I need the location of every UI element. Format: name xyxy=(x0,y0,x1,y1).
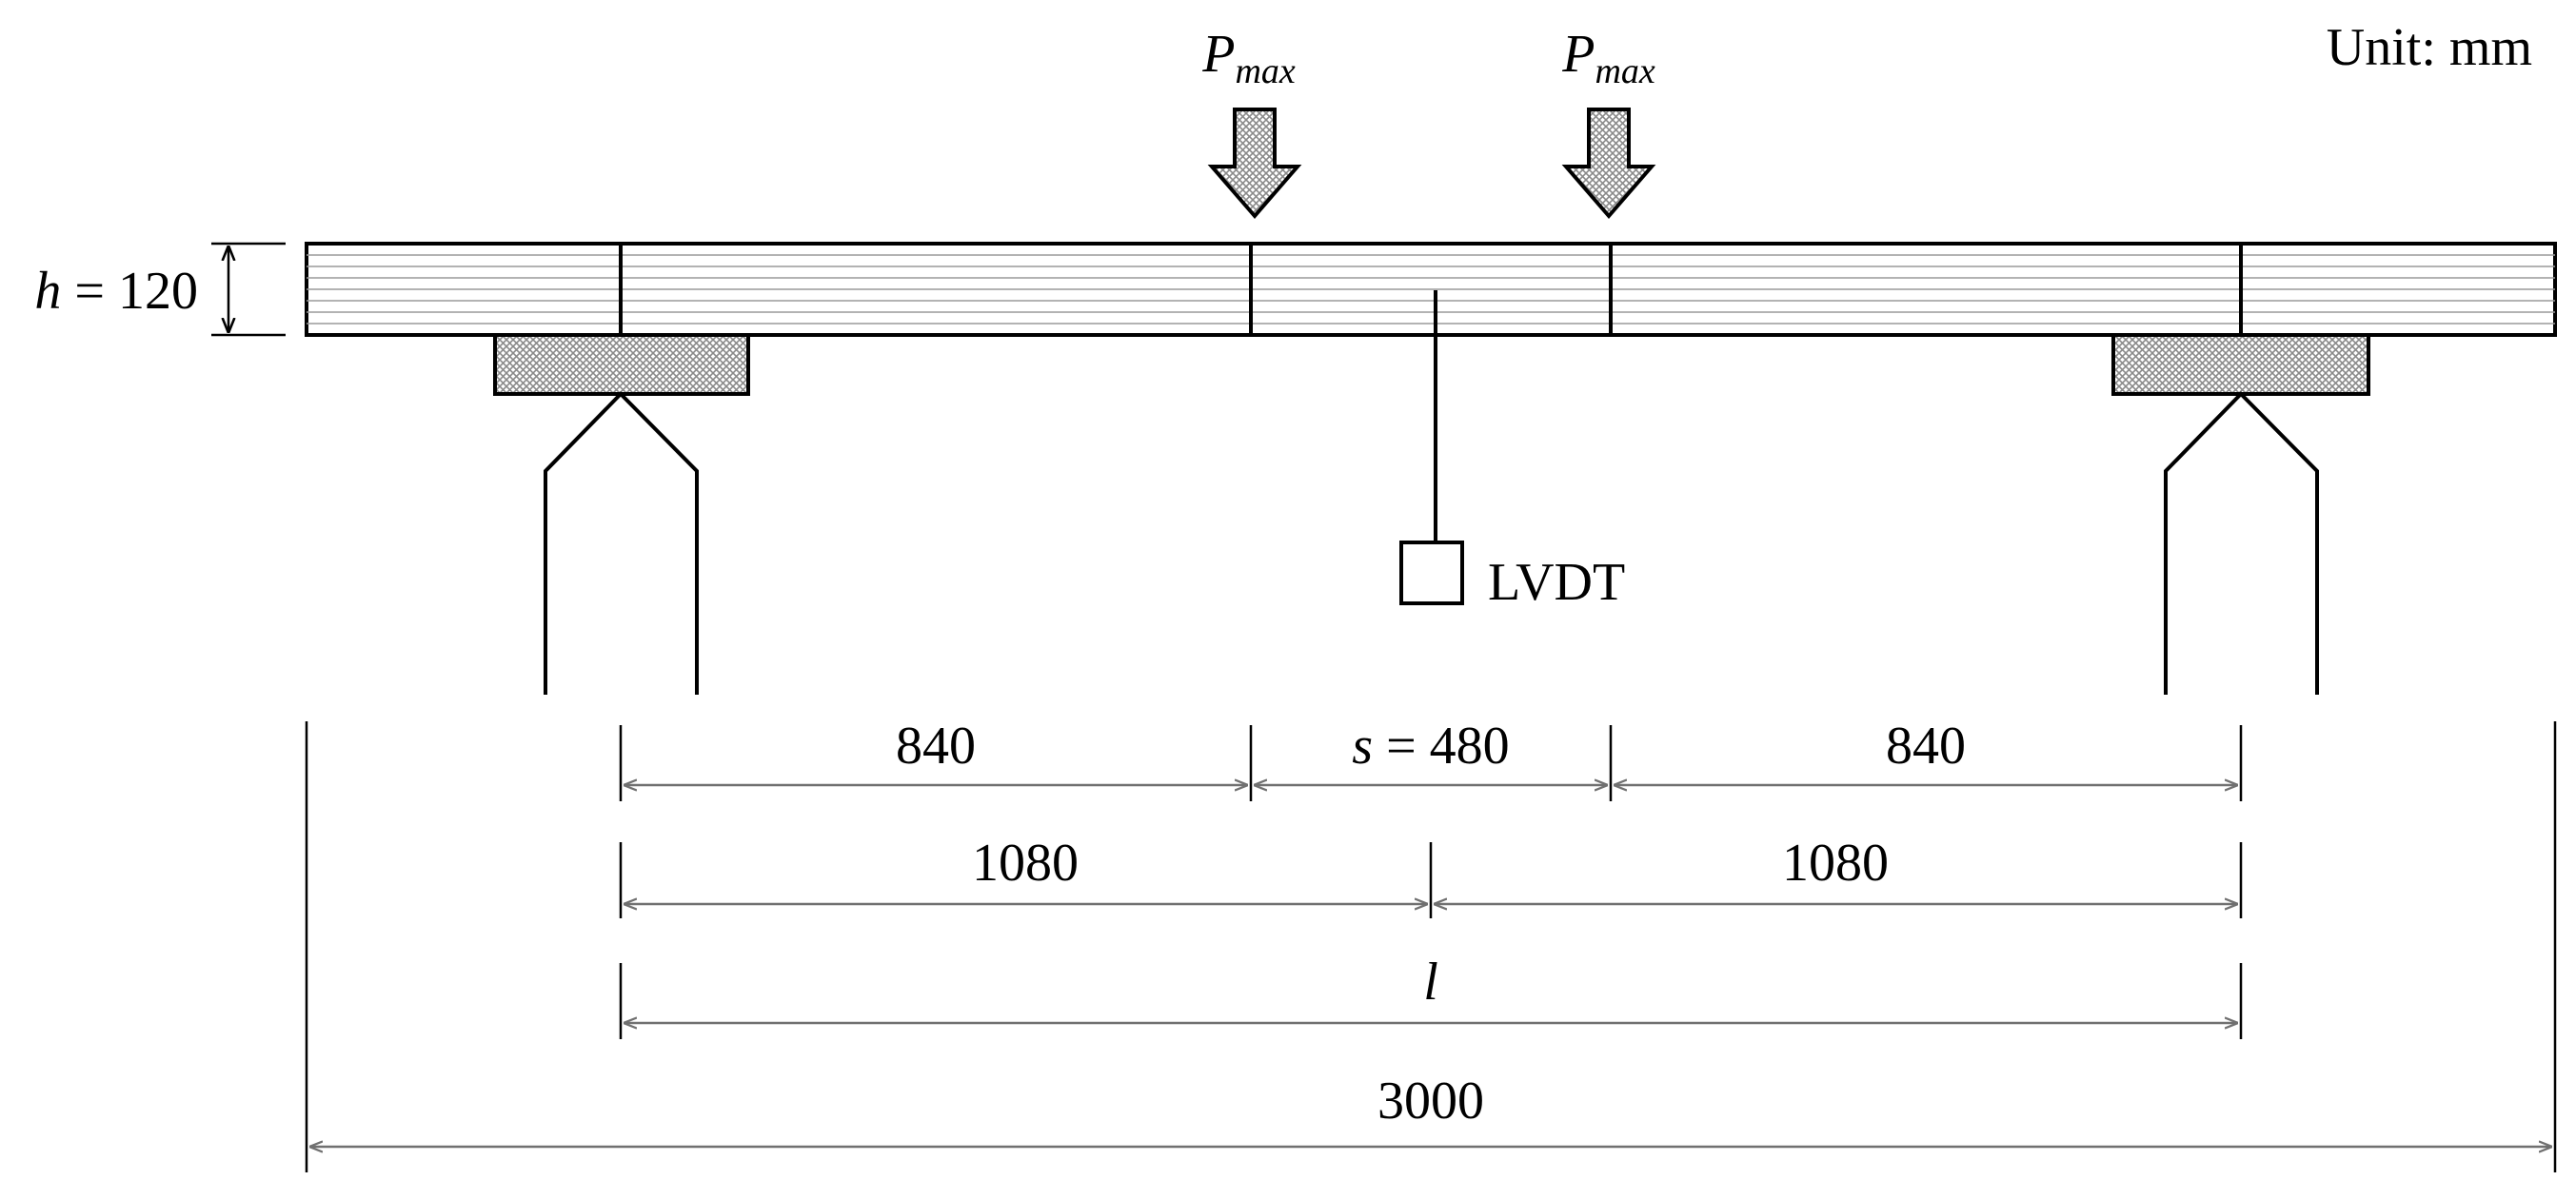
roller-support-right xyxy=(2164,391,2319,695)
dimension-row-shear-spans: 840 s = 480 840 xyxy=(619,717,2243,801)
bearing-plate-left xyxy=(493,333,750,396)
lvdt-box xyxy=(1399,541,1464,605)
dimension-row-span: l xyxy=(619,953,2243,1039)
lvdt-sensor: LVDT xyxy=(1399,290,1625,612)
height-label: h = 120 xyxy=(34,262,198,321)
beam xyxy=(305,242,2557,337)
dimension-row-total-length: 3000 xyxy=(305,721,2557,1172)
beam-laminations xyxy=(307,254,2555,325)
lvdt-label: LVDT xyxy=(1488,553,1625,612)
load-arrow-right-shape xyxy=(1561,108,1656,220)
roller-support-left xyxy=(544,391,699,695)
dimension-row-half-spans: 1080 1080 xyxy=(619,834,2243,918)
support-left xyxy=(493,333,750,695)
dim-label-half-span-right: 1080 xyxy=(1782,834,1889,893)
load-arrow-left-shape xyxy=(1207,108,1302,220)
dim-label-span: l xyxy=(1423,953,1438,1012)
dim-label-half-span-left: 1080 xyxy=(972,834,1079,893)
dim-label-total-length: 3000 xyxy=(1377,1072,1484,1131)
bearing-plate-right xyxy=(2111,333,2370,396)
height-dimension: h = 120 xyxy=(34,242,286,337)
dim-label-shear-span-right: 840 xyxy=(1886,717,1966,776)
dim-label-shear-span-left: 840 xyxy=(896,717,976,776)
load-label-right: Pmax xyxy=(1561,25,1655,91)
load-arrow-right: Pmax xyxy=(1561,25,1656,220)
unit-label: Unit: mm xyxy=(2327,18,2532,77)
load-label-left: Pmax xyxy=(1201,25,1296,91)
support-right xyxy=(2111,333,2370,695)
load-arrow-left: Pmax xyxy=(1201,25,1302,220)
beam-section-marks xyxy=(619,244,2243,335)
dim-label-gauge-span: s = 480 xyxy=(1352,717,1509,776)
